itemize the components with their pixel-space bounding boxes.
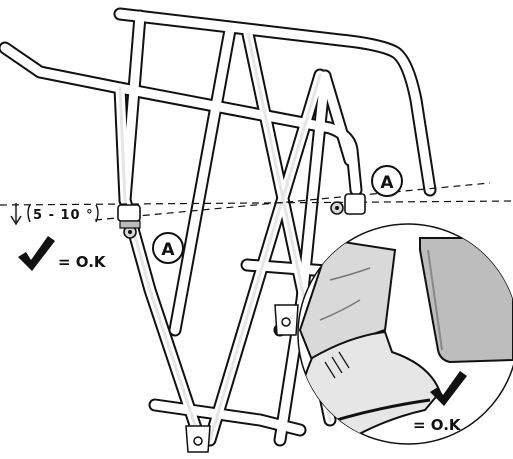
angle-reference-lines <box>0 182 513 221</box>
callout-a-left-letter: A <box>161 240 175 260</box>
angle-annotation: 5 - 10 ° <box>10 203 99 226</box>
checkmark-icon <box>18 236 55 271</box>
callout-a-right-letter: A <box>380 173 394 193</box>
ok-mark-right: = O.K <box>413 371 467 434</box>
rack-frame <box>0 7 437 447</box>
angle-label: 5 - 10 ° <box>33 208 94 223</box>
ok-mark-left: = O.K <box>18 236 107 271</box>
ok-label-left: = O.K <box>58 253 107 271</box>
mounting-tab-left <box>274 304 299 336</box>
clamp-left <box>117 204 141 239</box>
callout-a-right: A <box>371 165 403 197</box>
ok-label-right: = O.K <box>413 416 462 434</box>
mounting-tab-bottom <box>185 425 211 453</box>
detail-inset <box>297 223 513 445</box>
checkmark-icon <box>430 371 467 406</box>
fender <box>419 237 513 364</box>
clamp-right <box>330 193 366 215</box>
callout-a-left: A <box>152 232 184 264</box>
